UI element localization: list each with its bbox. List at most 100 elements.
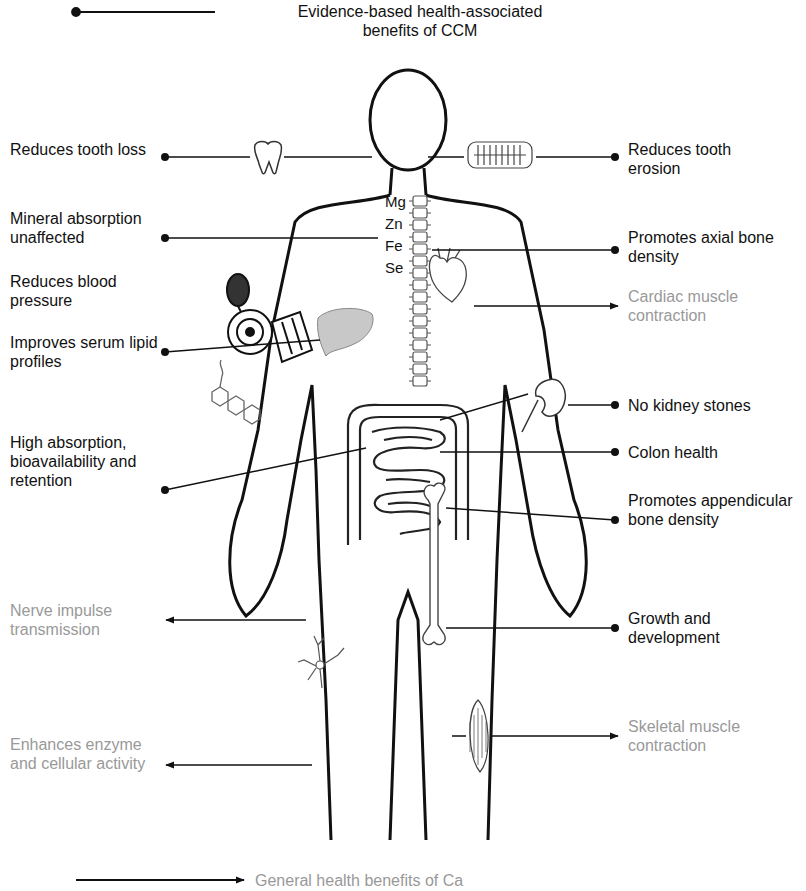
- drawing-stroke: [522, 400, 538, 432]
- drawing-stroke: [409, 248, 431, 249]
- benefit-label: Skeletal muscle contraction: [628, 717, 798, 755]
- tooth-icon: [255, 142, 282, 174]
- drawing-stroke: [316, 661, 324, 669]
- drawing-stroke: [611, 448, 619, 456]
- drawing-stroke: [409, 308, 431, 309]
- drawing-stroke: [413, 364, 427, 374]
- element-symbol: Se: [385, 258, 413, 277]
- drawing-stroke: [237, 319, 263, 345]
- benefit-label: No kidney stones: [628, 396, 798, 415]
- benefit-label: Cardiac muscle contraction: [628, 287, 798, 325]
- benefit-label: Mineral absorption unaffected: [10, 209, 160, 247]
- drawing-stroke: [440, 394, 615, 420]
- drawing-stroke: [227, 274, 249, 306]
- dentures-icon: [468, 142, 532, 168]
- drawing-stroke: [409, 368, 431, 369]
- drawing-stroke: [255, 142, 282, 174]
- drawing-stroke: [220, 360, 223, 387]
- drawing-stroke: [413, 268, 427, 278]
- benefit-label: Improves serum lipid profiles: [10, 333, 160, 371]
- drawing-stroke: [390, 168, 426, 195]
- benefit-label: Promotes axial bone density: [628, 228, 798, 266]
- blood-pressure-monitor-icon: [227, 274, 312, 362]
- drawing-stroke: [409, 236, 431, 237]
- femur-icon: [423, 483, 445, 644]
- drawing-stroke: [348, 405, 468, 545]
- drawing-stroke: [409, 212, 431, 213]
- benefit-label: Growth and development: [628, 609, 798, 647]
- drawing-stroke: [611, 516, 619, 524]
- drawing-stroke: [161, 486, 169, 494]
- benefit-label: Nerve impulse transmission: [10, 601, 160, 639]
- drawing-stroke: [409, 260, 431, 261]
- drawing-stroke: [474, 154, 526, 155]
- lipid-molecule-icon: [212, 360, 260, 424]
- drawing-stroke: [432, 249, 615, 251]
- drawing-stroke: [470, 708, 486, 765]
- liver-icon: [317, 308, 373, 356]
- drawing-stroke: [298, 636, 344, 688]
- drawing-stroke: [536, 379, 566, 416]
- drawing-stroke: [409, 284, 431, 285]
- drawing-stroke: [165, 237, 378, 239]
- neuron-icon: [298, 636, 344, 688]
- drawing-stroke: [428, 156, 615, 158]
- drawing-stroke: [409, 344, 431, 345]
- drawing-stroke: [478, 145, 520, 165]
- drawing-stroke: [165, 340, 320, 352]
- drawing-stroke: [429, 255, 466, 302]
- drawing-stroke: [413, 256, 427, 266]
- benefit-label: Colon health: [628, 443, 798, 462]
- drawing-stroke: [409, 272, 431, 273]
- drawing-stroke: [413, 304, 427, 314]
- element-symbol: Mg: [385, 192, 413, 211]
- leader-lines: [165, 157, 615, 628]
- drawing-stroke: [611, 401, 619, 409]
- drawing-stroke: [409, 224, 431, 225]
- benefit-label: Enhances enzyme and cellular activity: [10, 735, 160, 773]
- drawing-stroke: [317, 308, 373, 356]
- benefit-label: Promotes appendicular bone density: [628, 491, 798, 529]
- drawing-stroke: [165, 448, 366, 490]
- drawing-stroke: [76, 879, 244, 881]
- drawing-stroke: [360, 417, 456, 540]
- drawing-stroke: [161, 153, 169, 161]
- drawing-stroke: [228, 396, 244, 415]
- drawing-stroke: [611, 246, 619, 254]
- drawing-stroke: [282, 318, 302, 354]
- drawing-stroke: [413, 376, 427, 386]
- benefit-label: Reduces tooth erosion: [628, 140, 788, 178]
- drawing-stroke: [446, 508, 615, 520]
- drawing-stroke: [413, 244, 427, 254]
- drawing-stroke: [611, 153, 619, 161]
- drawing-stroke: [244, 405, 260, 424]
- body-outline: [230, 70, 587, 840]
- drawing-stroke: [413, 208, 427, 218]
- general-arrows: [166, 306, 618, 765]
- benefit-label: High absorption, bioavailability and ret…: [10, 433, 165, 490]
- drawing-stroke: [470, 700, 488, 772]
- drawing-stroke: [166, 764, 312, 766]
- drawing-stroke: [409, 332, 431, 333]
- element-symbol: Zn: [385, 214, 413, 233]
- drawing-stroke: [409, 200, 431, 201]
- legend-text: Evidence-based health-associated benefit…: [285, 2, 555, 40]
- drawing-stroke: [161, 234, 169, 242]
- drawing-stroke: [440, 451, 615, 453]
- drawing-stroke: [409, 380, 431, 381]
- drawing-stroke: [161, 348, 169, 356]
- drawing-stroke: [246, 328, 254, 336]
- drawing-stroke: [413, 280, 427, 290]
- drawing-stroke: [370, 70, 446, 170]
- element-symbol: Fe: [385, 236, 413, 255]
- drawing-stroke: [230, 195, 587, 840]
- spine-icon: [409, 196, 431, 386]
- drawing-stroke: [413, 328, 427, 338]
- drawing-stroke: [446, 627, 615, 629]
- drawing-stroke: [409, 296, 431, 297]
- drawing-stroke: [452, 735, 618, 737]
- kidney-icon: [522, 379, 565, 432]
- drawing-stroke: [413, 316, 427, 326]
- drawing-stroke: [272, 312, 312, 362]
